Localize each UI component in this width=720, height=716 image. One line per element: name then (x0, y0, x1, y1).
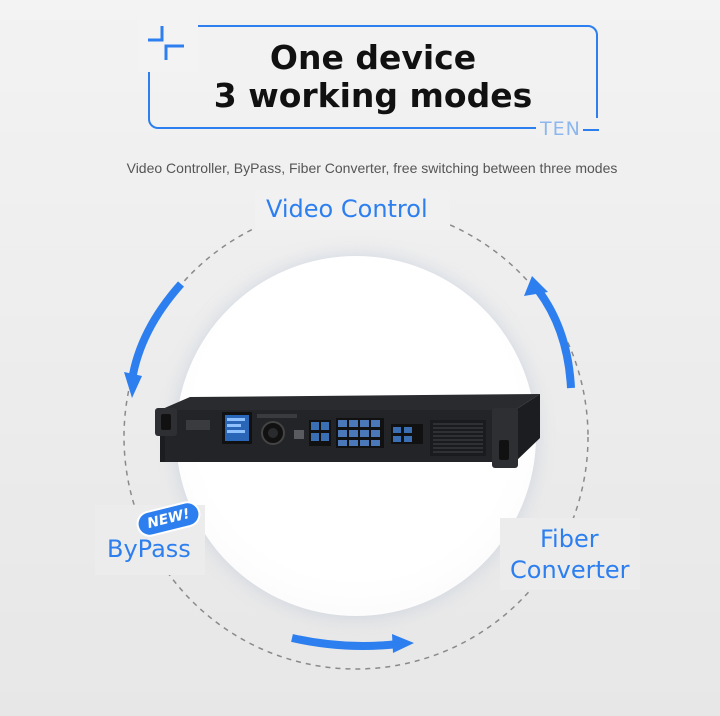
page-subtitle: Video Controller, ByPass, Fiber Converte… (126, 160, 618, 176)
corner-bracket-icon (148, 26, 184, 60)
arrow-left-head (124, 372, 142, 398)
mode-label-fiber-line-1: Fiber (540, 525, 599, 553)
mode-label-bypass: ByPass (107, 535, 191, 563)
mode-label-video-control: Video Control (266, 195, 428, 223)
arrow-right-shaft (534, 287, 575, 389)
arrow-right-head (524, 276, 548, 296)
watermark-line (583, 129, 599, 131)
page-title-line-1: One device (269, 38, 477, 77)
arrow-bottom-shaft (291, 634, 399, 650)
title-frame (148, 25, 598, 129)
page-title-line-2: 3 working modes (213, 76, 533, 115)
arrow-bottom-head (392, 634, 414, 653)
label-gap-right (500, 518, 640, 590)
label-gap-top (255, 190, 450, 230)
rack-mount-video-controller-icon (155, 394, 540, 468)
arrow-left-shaft (128, 281, 184, 381)
mode-label-fiber-line-2: Converter (510, 556, 630, 584)
title-frame-gap (138, 14, 198, 72)
watermark-gap (536, 118, 600, 138)
brand-watermark: TEN (540, 118, 581, 140)
